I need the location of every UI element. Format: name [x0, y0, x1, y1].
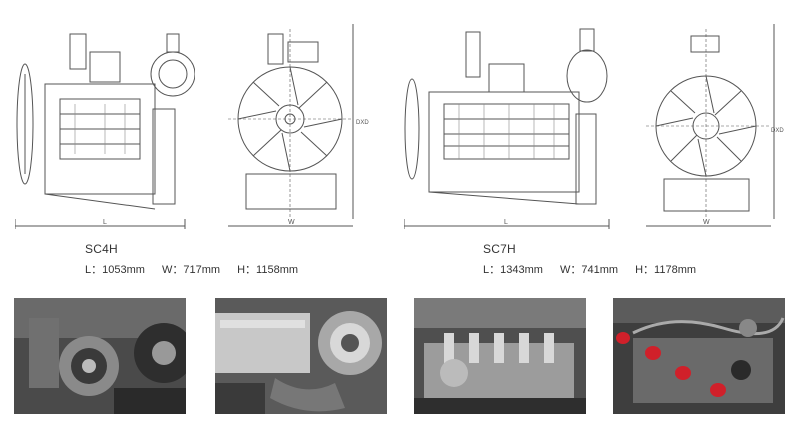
sc7h-height: H：1178mm — [635, 264, 697, 276]
sc4h-front-view-drawing: W DXD — [228, 14, 373, 229]
turbocharger-photo — [215, 298, 387, 414]
engine-top-red-caps-photo — [613, 298, 785, 414]
sc7h-height-mark: DXD — [771, 128, 784, 134]
sc7h-length: L：1343mm — [483, 264, 543, 276]
sc7h-model-label: SC7H — [483, 242, 516, 256]
sc7h-side-view-drawing: L — [404, 14, 624, 229]
sc4h-side-view-drawing: L — [15, 14, 195, 229]
sc7h-width: W：741mm — [559, 264, 619, 276]
sc4h-height-mark: DXD — [356, 120, 369, 126]
engine-pulley-photo — [14, 298, 186, 414]
sc4h-width: W：717mm — [161, 264, 221, 276]
sc4h-model-label: SC4H — [85, 242, 118, 256]
sc7h-width-mark: W — [703, 219, 710, 226]
sc4h-height: H：1158mm — [237, 264, 299, 276]
sc4h-dimensions: L：1053mm W：717mm H：1158mm — [85, 261, 312, 277]
sc4h-length-mark: L — [103, 219, 107, 226]
sc4h-length: L：1053mm — [85, 264, 145, 276]
sc4h-width-mark: W — [288, 219, 295, 226]
injection-pump-photo — [414, 298, 586, 414]
sc7h-length-mark: L — [504, 219, 508, 226]
sc7h-front-view-drawing: W DXD — [646, 14, 786, 229]
sc7h-dimensions: L：1343mm W：741mm H：1178mm — [483, 261, 710, 277]
